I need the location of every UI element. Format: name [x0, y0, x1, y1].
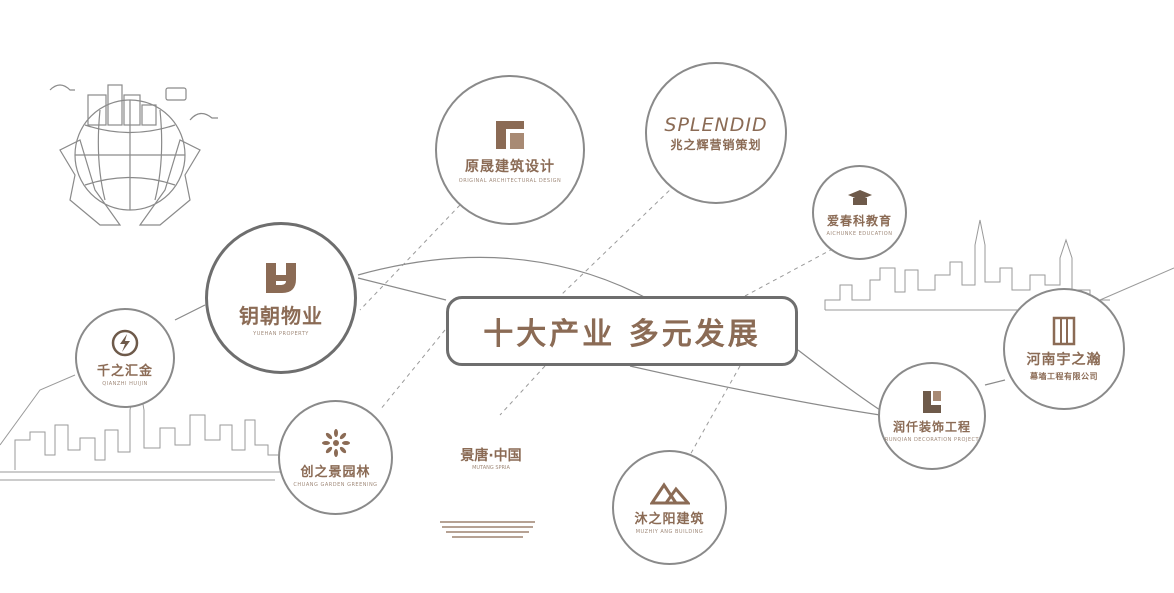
flower-icon	[321, 428, 350, 457]
yuanjian-logo-icon	[496, 120, 524, 149]
node-runqian[interactable]: 润仟装饰工程 RUNQIAN DECORATION PROJECT	[878, 362, 986, 470]
left-skyline-icon	[0, 369, 285, 481]
node-muzhi-en: MUZHIY ANG BUILDING	[635, 528, 704, 535]
lightning-circle-icon	[111, 329, 139, 357]
node-jingtang[interactable]: 景唐·中国 MUTANG SPRIA	[445, 445, 537, 471]
node-muzhi[interactable]: 沐之阳建筑 MUZHIY ANG BUILDING	[612, 450, 727, 565]
node-aichun-en: AICHUNKE EDUCATION	[826, 230, 893, 237]
globe-hands-icon	[49, 84, 218, 226]
node-runqian-en: RUNQIAN DECORATION PROJECT	[884, 437, 980, 443]
node-chuangzhi[interactable]: 创之景园林 CHUANG GARDEN GREENING	[278, 400, 393, 515]
graduation-cap-icon	[847, 189, 872, 205]
node-runqian-name: 润仟装饰工程	[892, 420, 971, 434]
connector-lines	[174, 256, 1006, 416]
yuechao-logo-icon	[266, 263, 296, 293]
mountain-icon	[649, 481, 690, 504]
node-qianzhi-en: QIANZHI HUIJIN	[102, 381, 148, 387]
node-yuechao-en: YUEHAN PROPERTY	[253, 331, 309, 337]
node-yuechao-name: 钥朝物业	[239, 304, 323, 328]
node-muzhi-name: 沐之阳建筑	[634, 511, 705, 527]
node-qianzhi-name: 千之汇金	[96, 364, 153, 379]
runqian-logo-icon	[923, 391, 941, 413]
node-aichun-name: 爱春科教育	[826, 213, 892, 228]
node-aichun[interactable]: 爱春科教育 AICHUNKE EDUCATION	[812, 165, 907, 260]
node-henan-name: 河南宇之瀚	[1026, 352, 1102, 368]
node-splendid[interactable]: SPLENDID 兆之辉营销策划	[645, 62, 787, 204]
node-qianzhi[interactable]: 千之汇金 QIANZHI HUIJIN	[75, 308, 175, 408]
node-jingtang-name: 景唐·中国	[460, 448, 522, 464]
node-yuanjian-en: ORIGINAL ARCHITECTURAL DESIGN	[458, 177, 562, 184]
node-splendid-name: 兆之辉营销策划	[670, 137, 762, 152]
node-yuanjian-name: 原晟建筑设计	[465, 158, 555, 175]
node-jingtang-en: MUTANG SPRIA	[472, 465, 510, 471]
node-yuechao[interactable]: 钥朝物业 YUEHAN PROPERTY	[205, 222, 357, 374]
center-title: 十大产业 多元发展	[446, 296, 798, 366]
node-henan-sub: 幕墙工程有限公司	[1030, 372, 1098, 381]
node-henan[interactable]: 河南宇之瀚 幕墙工程有限公司	[1003, 288, 1125, 410]
ground-stripes-icon	[440, 521, 535, 538]
dashed-connectors	[359, 184, 841, 456]
node-yuanjian[interactable]: 原晟建筑设计 ORIGINAL ARCHITECTURAL DESIGN	[435, 75, 585, 225]
node-chuangzhi-en: CHUANG GARDEN GREENING	[293, 481, 378, 488]
henan-logo-icon	[1052, 316, 1076, 346]
node-chuangzhi-name: 创之景园林	[300, 464, 371, 480]
splendid-wordmark-icon: SPLENDID	[664, 113, 768, 136]
